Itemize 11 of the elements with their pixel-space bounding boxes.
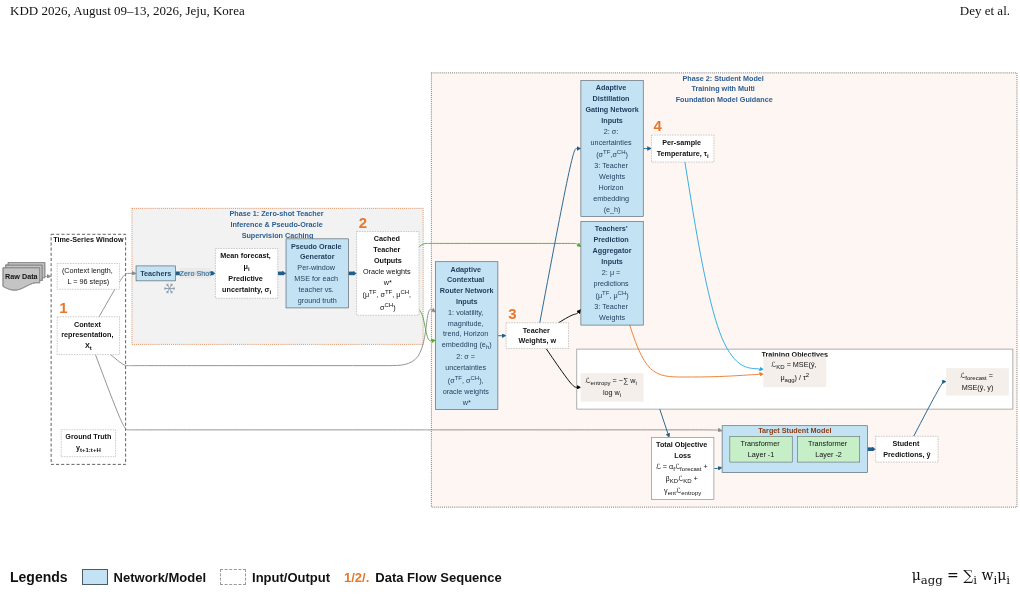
legend-text: Input/Output [252,569,330,585]
legend-text: Network/Model [113,569,207,585]
legend-sample-text: 1/2/. [344,569,370,585]
legend-heading: Legends [10,569,68,585]
arrow [44,274,52,279]
formula-text: μ$_{agg}$ = ∑$_{i}$ w$_{i}$μ$_{i}$ [911,567,1010,587]
legend-text: Data Flow Sequence [375,569,502,585]
arrow [866,446,876,452]
step-number: 4 [651,118,664,134]
header-text: Dey et al. [959,3,1010,19]
header-text: KDD 2026, August 09–13, 2026, Jeju, Korea [10,3,245,19]
